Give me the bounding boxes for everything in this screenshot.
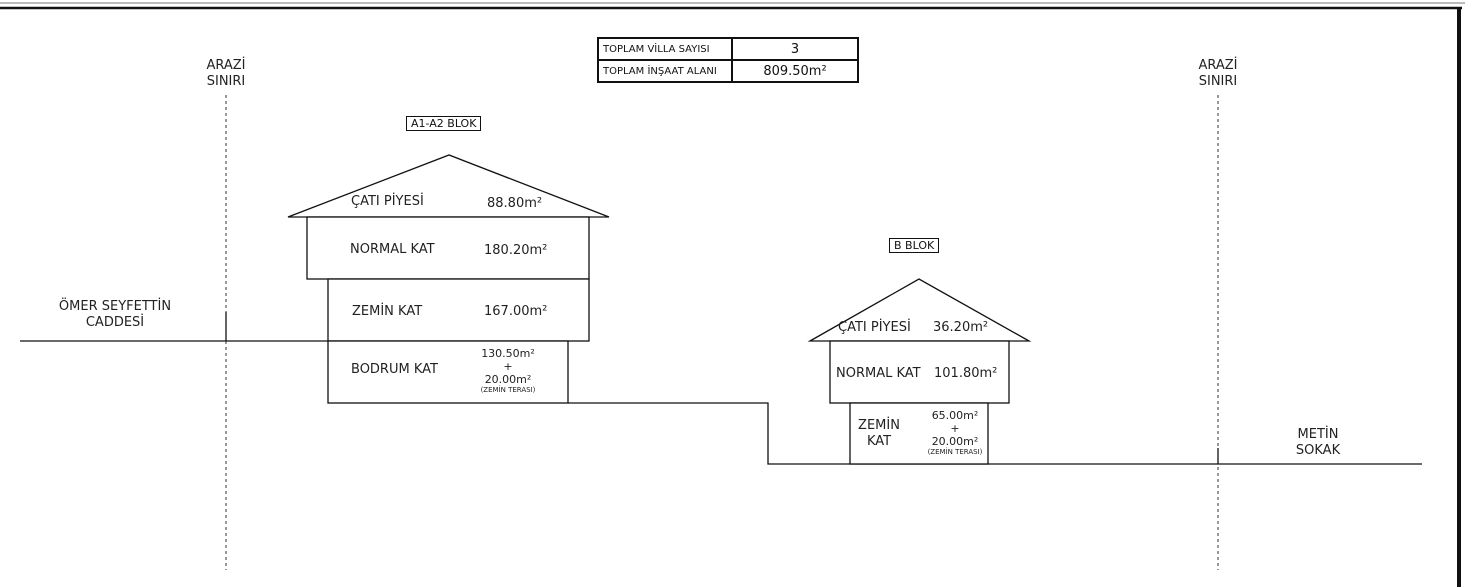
block-a-terrace-label: (ZEMİN TERASI) [480,386,536,394]
villa-count-label: TOPLAM VİLLA SAYISI [597,37,733,61]
street-label-left: ÖMER SEYFETTİN CADDESİ [58,299,172,330]
block-a-terrace-area: 20.00m² [484,373,532,386]
total-area-label: TOPLAM İNŞAAT ALANI [597,59,733,83]
block-a-basement-area-stack: 130.50m² + 20.00m² (ZEMİN TERASI) [468,347,548,394]
block-a-ground-area: 167.00m² [484,304,548,319]
block-b-ground-area: 65.00m² [931,409,979,422]
block-a-basement-plus: + [503,360,513,373]
block-b-tag: B BLOK [889,238,940,253]
boundary-label-right: ARAZİ SINIRI [1198,58,1238,89]
block-a-normal-area: 180.20m² [484,243,548,258]
block-b-ground-label: ZEMİN KAT [858,418,900,449]
block-b-ground-plus: + [950,422,960,435]
block-a-ground-label: ZEMİN KAT [352,304,423,319]
boundary-label-left: ARAZİ SINIRI [206,58,246,89]
block-a-tag: A1-A2 BLOK [406,116,482,131]
terrain-step-line [568,402,1422,465]
block-a-roof-label: ÇATI PİYESİ [351,194,424,209]
block-b-ground-floor [849,402,989,465]
summary-table: TOPLAM VİLLA SAYISI 3 TOPLAM İNŞAAT ALAN… [597,37,859,83]
block-b-roof-label: ÇATI PİYESİ [838,320,911,335]
block-a-normal-label: NORMAL KAT [350,242,435,257]
block-b-terrace-label: (ZEMİN TERASI) [927,448,983,456]
block-b-normal-area: 101.80m² [934,366,998,381]
block-a-roof [287,154,610,218]
summary-row-villa: TOPLAM VİLLA SAYISI 3 [597,37,859,61]
summary-row-area: TOPLAM İNŞAAT ALANI 809.50m² [597,59,859,83]
street-label-right: METİN SOKAK [1295,427,1341,458]
block-a-basement-area: 130.50m² [481,347,535,360]
block-b-ground-area-stack: 65.00m² + 20.00m² (ZEMİN TERASI) [914,409,996,456]
total-area-value: 809.50m² [731,59,859,83]
block-a-ground-floor [327,278,590,342]
block-b-terrace-area: 20.00m² [931,435,979,448]
block-a-basement-label: BODRUM KAT [351,362,438,377]
block-a-roof-area: 88.80m² [487,196,543,211]
block-b-normal-label: NORMAL KAT [836,366,921,381]
villa-count-value: 3 [731,37,859,61]
block-b-roof-area: 36.20m² [933,320,989,335]
block-a-basement-floor [327,340,569,404]
